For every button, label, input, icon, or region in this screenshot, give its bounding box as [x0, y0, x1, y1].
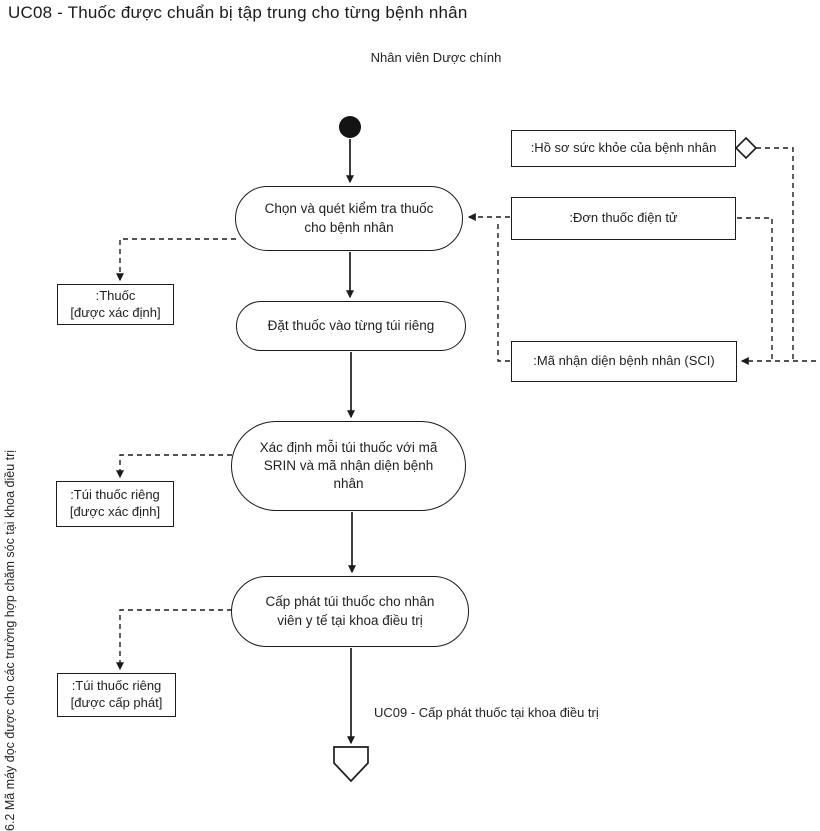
activity-label: Đặt thuốc vào từng túi riêng	[267, 317, 435, 333]
activity-label: Cấp phát túi thuốc cho nhân viên y tế tạ…	[265, 594, 435, 628]
object-state: [được xác định]	[69, 504, 161, 519]
activity-put-medicine-in-bags: Đặt thuốc vào từng túi riêng	[236, 301, 466, 351]
object-label: :Đơn thuốc điện tử	[569, 210, 678, 226]
object-individual-bag-dispensed: :Túi thuốc riêng [được cấp phát]	[57, 673, 176, 717]
object-electronic-prescription: :Đơn thuốc điện tử	[511, 197, 736, 240]
activity-label: Xác định mỗi túi thuốc với mã SRIN và mã…	[259, 439, 438, 492]
object-state: [được cấp phát]	[70, 695, 163, 710]
object-medicine-identified: :Thuốc [được xác định]	[57, 284, 174, 325]
object-patient-health-record: :Hồ sơ sức khỏe của bệnh nhân	[511, 130, 736, 167]
object-name: :Túi thuốc riêng	[71, 678, 162, 694]
object-state: [được xác định]	[70, 304, 161, 320]
uc09-final-label: UC09 - Cấp phát thuốc tại khoa điều trị	[374, 705, 599, 720]
object-patient-id-code-sci: :Mã nhận diện bệnh nhân (SCI)	[511, 341, 737, 382]
objectflow-healthrecord-right-margin	[756, 147, 794, 361]
start-node	[339, 116, 361, 138]
objectflow-act1-to-thuoc	[116, 238, 236, 282]
objectflow-act3-to-tui-xacdinh	[116, 454, 232, 479]
page-title: UC08 - Thuốc được chuẩn bị tập trung cho…	[8, 3, 468, 22]
side-note-vertical: 6.2 Mã máy đọc được cho các trường hợp c…	[3, 449, 17, 831]
object-individual-bag-identified: :Túi thuốc riêng [được xác định]	[56, 481, 174, 527]
object-name: :Thuốc	[95, 287, 136, 303]
activity-label: Chọn và quét kiểm tra thuốc cho bệnh nhâ…	[264, 201, 434, 235]
objectflow-sci-to-act1-junction	[497, 220, 510, 362]
activity-dispense-bags-to-staff: Cấp phát túi thuốc cho nhân viên y tế tạ…	[231, 576, 469, 647]
activity-identify-bag-srin-patient-id: Xác định mỗi túi thuốc với mã SRIN và mã…	[231, 421, 466, 511]
flow-final-node	[333, 746, 369, 783]
objectflow-act4-to-tui-capphat	[116, 609, 232, 671]
objectflow-eprescription-right-margin	[737, 217, 773, 361]
activity-select-scan-check-medicine: Chọn và quét kiểm tra thuốc cho bệnh nhâ…	[235, 186, 463, 251]
object-name: :Túi thuốc riêng	[70, 487, 160, 503]
connector-diamond	[734, 136, 758, 160]
object-label: :Hồ sơ sức khỏe của bệnh nhân	[530, 140, 717, 156]
swimlane-label: Nhân viên Dược chính	[370, 50, 502, 65]
object-label: :Mã nhận diện bệnh nhân (SCI)	[533, 353, 715, 369]
